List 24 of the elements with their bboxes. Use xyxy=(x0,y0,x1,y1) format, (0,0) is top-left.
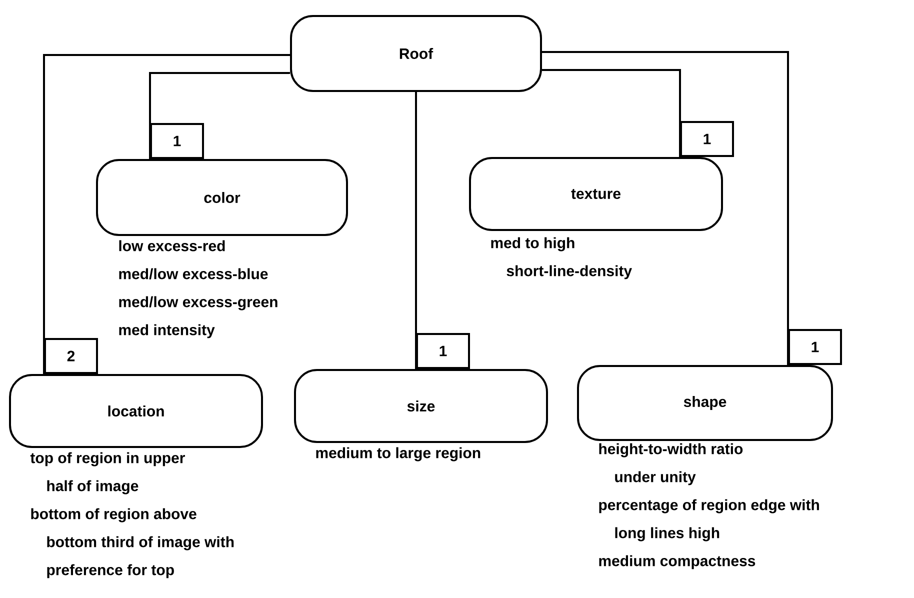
feature-text: med to high short-line-density xyxy=(491,237,632,280)
connector-line xyxy=(43,54,290,374)
feature-text: bottom of region above bottom third of image with preference for top xyxy=(31,508,234,578)
feature-text: low excess-red xyxy=(119,240,225,252)
rounded-box: texture xyxy=(469,157,723,231)
connector-line xyxy=(542,51,789,365)
feature-text: med/low excess-green xyxy=(119,296,278,310)
feature-text: medium to large region xyxy=(316,447,480,462)
edge-label: 1 xyxy=(788,329,842,365)
rounded-box: color xyxy=(96,159,348,236)
rounded-box: shape xyxy=(577,365,833,441)
feature-text: med/low excess-blue xyxy=(119,268,268,280)
edge-label: 1 xyxy=(416,333,470,369)
connector-line xyxy=(415,92,417,369)
edge-label: 2 xyxy=(44,338,98,374)
rounded-box: location xyxy=(9,374,263,448)
feature-text: medium compactness xyxy=(599,555,756,570)
edge-label: 1 xyxy=(150,123,204,159)
feature-text: med intensity xyxy=(119,324,215,338)
edge-label: 1 xyxy=(680,121,734,157)
rounded-box: size xyxy=(294,369,548,443)
connector-line xyxy=(149,72,290,159)
connector-line xyxy=(542,69,681,157)
rounded-box: Roof xyxy=(290,15,542,92)
